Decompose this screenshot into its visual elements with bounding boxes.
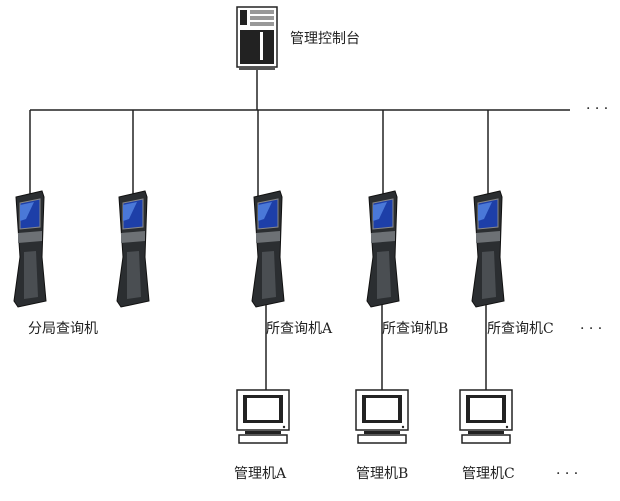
kiosk-label: 所查询机B (382, 321, 448, 337)
kiosk-icon (116, 190, 150, 308)
computer-icon (236, 389, 290, 444)
managers-more: · · · (556, 466, 578, 482)
kiosk-label: 分局查询机 (28, 321, 98, 337)
bus-more: · · · (586, 101, 608, 117)
kiosks-more: · · · (580, 321, 602, 337)
server-icon (236, 6, 278, 70)
kiosk-icon (13, 190, 47, 308)
kiosk-label: 所查询机A (266, 321, 333, 337)
kiosk-icon (251, 190, 285, 308)
kiosk-label: 所查询机C (487, 321, 554, 337)
kiosk-icon (471, 190, 505, 308)
manager-label: 管理机A (234, 466, 287, 482)
manager-label: 管理机B (356, 466, 408, 482)
kiosk-icon (366, 190, 400, 308)
console-label: 管理控制台 (290, 31, 360, 47)
computer-icon (355, 389, 409, 444)
manager-label: 管理机C (462, 466, 515, 482)
computer-icon (459, 389, 513, 444)
